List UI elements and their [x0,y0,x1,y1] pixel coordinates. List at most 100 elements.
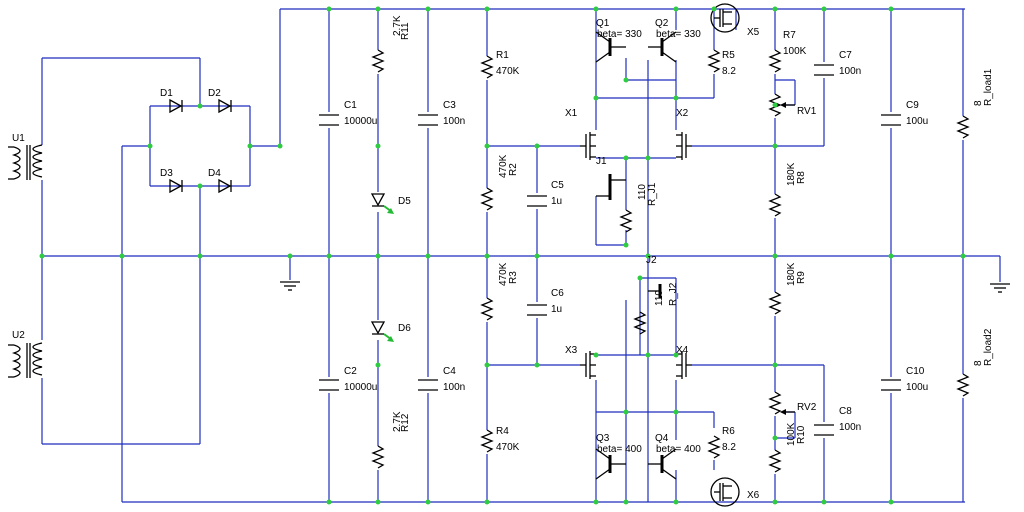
label-x6: X6 [747,490,760,501]
transformer-u2 [8,342,43,378]
label-u1: U1 [12,133,25,144]
label-q1-beta: beta= 330 [597,29,642,40]
led-d6 [370,320,394,342]
capacitor-c2 [318,377,340,393]
label-r7: R7 [783,30,796,41]
label-r11: R11 [400,22,411,40]
label-c4: C4 [443,366,456,377]
label-c6: C6 [551,288,564,299]
label-r1-value: 470K [496,66,520,77]
label-r5-value: 8.2 [722,66,736,77]
label-c2-value: 10000u [344,382,377,393]
label-c10: C10 [906,366,925,377]
label-r4: R4 [496,426,509,437]
label-c3: C3 [443,100,456,111]
label-r1: R1 [496,50,509,61]
label-c7-value: 100n [839,66,861,77]
label-r6-value: 8.2 [722,442,736,453]
label-d4: D4 [208,168,221,179]
label-r8-value: 180K [786,162,797,186]
label-x1: X1 [565,108,578,119]
label-c1: C1 [344,100,357,111]
label-r12: R12 [400,413,411,432]
label-d2: D2 [208,88,221,99]
label-r10: R10 [796,425,807,444]
mosfet-x2 [676,132,692,160]
label-r4-value: 470K [496,442,520,453]
label-r3-value: 470K [498,262,509,286]
capacitor-c3 [417,112,439,128]
label-q2-beta: beta= 330 [656,29,701,40]
resistor-r-load1 [956,115,970,140]
label-r12-value: 2.7K [392,411,403,432]
transistor-q1 [595,31,626,63]
label-x2: X2 [676,108,689,119]
resistor-r-j1 [619,209,633,233]
capacitor-c1 [318,112,340,128]
resistor-r6 [707,435,721,459]
label-d3: D3 [160,168,173,179]
ground-symbol-left [280,281,300,291]
label-r-j2: R_J2 [668,282,679,306]
resistor-r-j2 [633,311,647,335]
resistor-r11 [371,49,385,74]
transformer-u1 [8,144,43,180]
label-c5: C5 [551,180,564,191]
resistor-r2 [480,187,494,212]
label-x5: X5 [747,27,760,38]
label-x3: X3 [565,345,578,356]
capacitor-c6 [526,302,548,318]
diode-d3 [169,178,183,194]
diode-d2 [218,98,232,114]
label-c2: C2 [344,366,357,377]
capacitor-c7 [813,62,835,78]
label-r5: R5 [722,50,735,61]
mosfet-x3 [580,351,596,379]
transistor-q4 [648,448,677,480]
label-c5-value: 1u [551,196,562,207]
label-r2-value: 470K [498,154,509,178]
capacitor-c9 [880,112,902,128]
label-r3: R3 [508,271,519,284]
label-rv1: RV1 [797,106,817,117]
label-rv2: RV2 [797,402,817,413]
resistor-r3 [480,297,494,322]
label-r7-value: 100K [783,46,807,57]
label-c10-value: 100u [906,382,928,393]
led-d5 [370,192,394,214]
label-c6-value: 1u [551,304,562,315]
label-r10-value: 100K [786,422,797,446]
label-x4: X4 [676,345,689,356]
resistor-r5 [707,49,721,73]
potentiometer-rv2 [768,391,795,416]
label-r2: R2 [508,163,519,176]
label-r-load2-value: 8 [973,360,984,366]
label-q2: Q2 [655,18,669,29]
label-c9: C9 [906,100,919,111]
label-c8: C8 [839,406,852,417]
label-r-load2: R_load2 [983,328,994,366]
label-c3-value: 100n [443,116,465,127]
label-c4-value: 100n [443,382,465,393]
resistor-r-load2 [956,373,970,398]
label-r11-value: 2.7K [392,15,403,36]
resistor-r10 [768,449,782,474]
mosfet-x6 [710,477,740,507]
capacitor-c10 [880,377,902,393]
label-d5: D5 [398,196,411,207]
label-d6: D6 [398,323,411,334]
transistor-q2 [648,31,677,63]
label-r-j2-value: 110 [654,290,665,306]
label-q1: Q1 [596,18,610,29]
capacitor-c8 [813,422,835,438]
ground-symbol-right [990,283,1010,293]
label-c1-value: 10000u [344,116,377,127]
transistor-q3 [595,448,626,480]
label-j1: J1 [596,156,607,167]
label-q4-beta: beta= 400 [656,444,701,455]
resistor-r8 [768,193,782,218]
label-r9-value: 180K [786,262,797,286]
resistor-r12 [371,445,385,470]
capacitor-c4 [417,377,439,393]
